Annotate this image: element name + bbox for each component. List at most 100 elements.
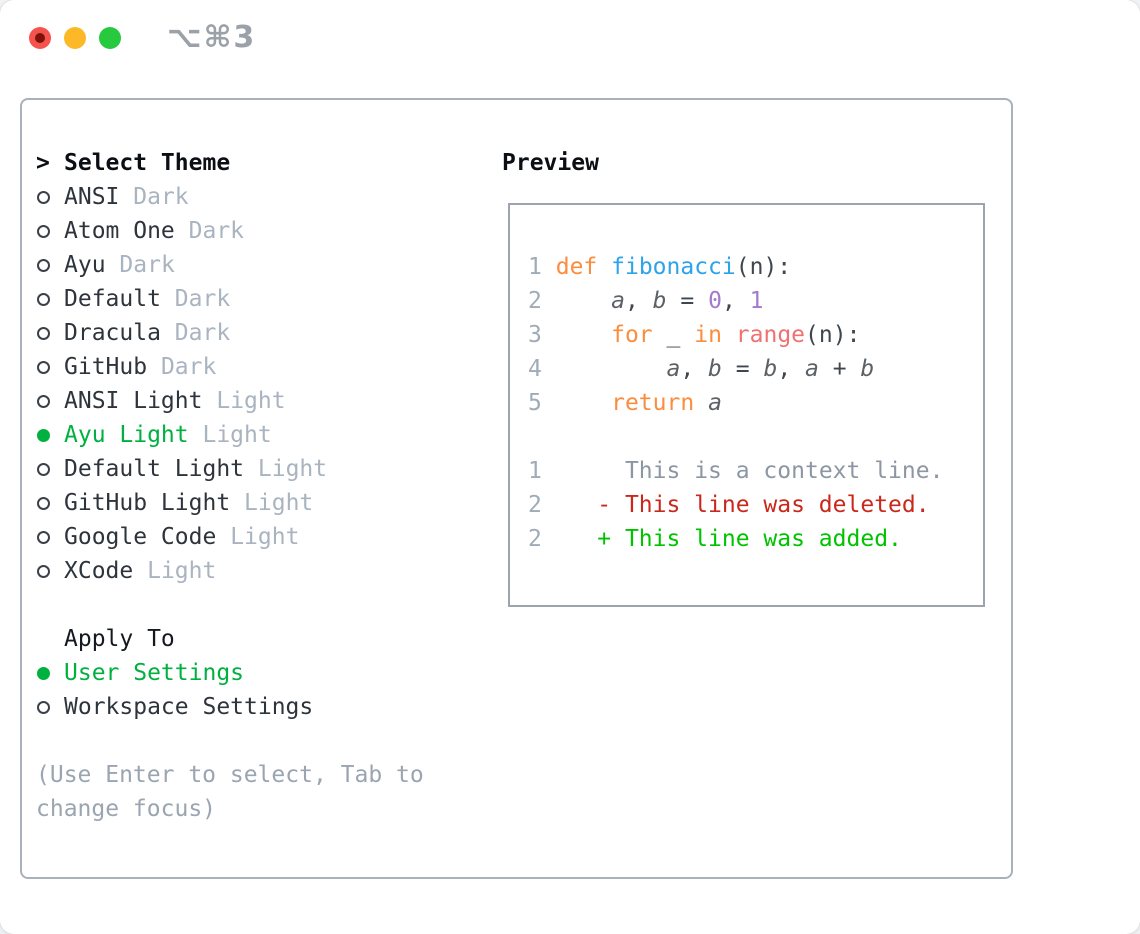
code-token: a (805, 356, 819, 382)
code-token: b (763, 356, 778, 382)
radio-cell (36, 394, 64, 408)
radio-icon (37, 496, 50, 510)
code-token: - This line was deleted. (597, 492, 930, 518)
apply-to-option[interactable]: Workspace Settings (36, 690, 456, 724)
radio-cell (36, 360, 64, 374)
theme-variant-label: Dark (174, 320, 231, 346)
code-token: , (680, 356, 709, 382)
line-number: 4 (528, 356, 542, 382)
code-token (694, 390, 708, 416)
code-token: a (708, 390, 722, 416)
code-token: b (860, 356, 875, 382)
spacer (36, 588, 456, 622)
spacer (36, 724, 456, 758)
code-token (597, 254, 611, 280)
theme-option[interactable]: Ayu Light Light (36, 418, 456, 452)
radio-icon (37, 258, 50, 272)
radio-icon (37, 326, 50, 340)
code-token (542, 356, 667, 382)
code-token: fibonacci (611, 254, 736, 280)
close-dot-icon (35, 33, 45, 43)
code-token: = (721, 356, 764, 382)
apply-to-option[interactable]: User Settings (36, 656, 456, 690)
code-line: 4 a, b = b, a + b (528, 352, 943, 386)
theme-variant-label: Light (230, 524, 300, 550)
cursor-icon: > (36, 150, 50, 176)
code-token (542, 322, 611, 348)
code-token: (n): (805, 322, 861, 348)
code-line: 1 This is a context line. (528, 454, 943, 488)
code-token: 0 (708, 288, 722, 314)
theme-option[interactable]: GitHub Dark (36, 350, 456, 384)
code-token (542, 390, 611, 416)
line-number: 2 (528, 492, 542, 518)
radio-cell (36, 258, 64, 272)
theme-option-label: GitHub (64, 354, 148, 380)
code-token: a (666, 356, 681, 382)
hint-text: (Use Enter to select, Tab to change focu… (36, 762, 424, 822)
radio-cell (36, 428, 64, 442)
radio-cell (36, 326, 64, 340)
apply-to-title: Apply To (64, 626, 175, 652)
traffic-light-close-button[interactable] (29, 27, 51, 49)
radio-icon (37, 394, 50, 408)
radio-cell (36, 462, 64, 476)
code-token (653, 322, 667, 348)
radio-selected-icon (37, 428, 50, 442)
line-number: 2 (528, 288, 542, 314)
theme-option[interactable]: Dracula Dark (36, 316, 456, 350)
theme-option-label: Dracula (64, 320, 161, 346)
traffic-light-zoom-button[interactable] (99, 27, 121, 49)
theme-option[interactable]: ANSI Dark (36, 180, 456, 214)
window-title: ⌥⌘3 (167, 20, 257, 55)
theme-list-header: > Select Theme (36, 146, 456, 180)
code-token: _ (666, 322, 681, 348)
theme-option[interactable]: Default Light Light (36, 452, 456, 486)
code-token: + This line was added. (597, 526, 902, 552)
theme-option-label: Google Code (64, 524, 217, 550)
theme-option[interactable]: Atom One Dark (36, 214, 456, 248)
code-token: + (818, 356, 861, 382)
radio-icon (37, 700, 50, 714)
theme-option[interactable]: ANSI Light Light (36, 384, 456, 418)
radio-cell (36, 700, 64, 714)
theme-option[interactable]: Google Code Light (36, 520, 456, 554)
code-token (542, 492, 597, 518)
code-token: in (694, 322, 722, 348)
code-token: b (652, 288, 667, 314)
theme-option[interactable]: XCode Light (36, 554, 456, 588)
code-token: , (721, 288, 750, 314)
theme-list-title: Select Theme (64, 150, 231, 176)
code-token: range (735, 322, 806, 348)
theme-variant-label: Dark (133, 184, 189, 210)
code-token: 1 (749, 288, 764, 314)
theme-option[interactable]: Ayu Dark (36, 248, 456, 282)
radio-cell (36, 224, 64, 238)
code-token (680, 322, 694, 348)
theme-option-label: Ayu (64, 252, 106, 278)
apply-to-header: Apply To (36, 622, 456, 656)
code-token: , (624, 288, 653, 314)
theme-option[interactable]: GitHub Light Light (36, 486, 456, 520)
apply-to-option-label: User Settings (64, 660, 245, 686)
traffic-light-minimize-button[interactable] (64, 27, 86, 49)
code-line: 2 a, b = 0, 1 (528, 284, 943, 318)
code-token: b (708, 356, 722, 382)
theme-variant-label: Dark (174, 286, 231, 312)
line-number: 3 (528, 322, 542, 348)
code-token (722, 322, 736, 348)
code-token (542, 288, 611, 314)
radio-cell (36, 666, 64, 680)
code-line: 1 def fibonacci(n): (528, 250, 943, 284)
theme-option-label: GitHub Light (64, 490, 231, 516)
theme-option-label: XCode (64, 558, 134, 584)
theme-variant-label: Light (216, 388, 286, 414)
theme-option[interactable]: Default Dark (36, 282, 456, 316)
code-line: 5 return a (528, 386, 943, 420)
